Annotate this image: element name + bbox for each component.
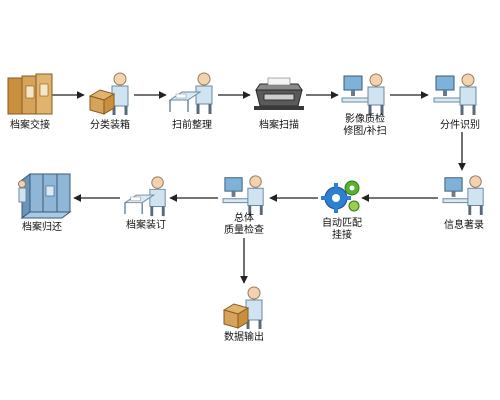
worker-boxing-icon: [222, 286, 263, 329]
label-archive-return: 档案归还: [22, 222, 62, 233]
label-image-qc: 影像质检: [345, 114, 385, 125]
scanner-icon: [254, 77, 304, 110]
label-image-qc-2: 修图/补扫: [343, 126, 387, 137]
label-sort-box: 分类装箱: [90, 120, 130, 131]
node-scan: [252, 76, 306, 116]
node-info-record: [440, 172, 490, 220]
worker-computer-icon: [341, 73, 385, 115]
worker-desk-icon: [168, 72, 213, 114]
archive-boxes-icon: [7, 73, 53, 115]
node-image-qc: [340, 70, 390, 120]
gears-icon: [321, 180, 360, 213]
worker-boxing-icon: [88, 72, 129, 115]
node-split-identify: [432, 70, 482, 120]
node-data-output: [220, 284, 270, 334]
node-archive-handover: [6, 70, 54, 120]
worker-computer-icon: [442, 175, 484, 216]
label-pre-scan: 扫前整理: [172, 120, 212, 131]
worker-computer-icon: [433, 73, 477, 115]
label-auto-match-2: 挂接: [332, 230, 352, 241]
label-archive-handover: 档案交接: [10, 120, 50, 131]
label-split-identify: 分件识别: [440, 120, 480, 131]
node-auto-match: [320, 176, 364, 220]
node-binding: [122, 174, 172, 222]
label-scan: 档案扫描: [259, 120, 299, 131]
node-sort-box: [86, 70, 136, 120]
label-overall-qc-2: 质量检查: [224, 225, 264, 236]
label-binding: 档案装订: [126, 220, 166, 231]
worker-desk-icon: [123, 176, 166, 217]
node-archive-return: [16, 170, 72, 224]
node-pre-scan: [168, 70, 218, 120]
label-overall-qc: 总体: [234, 213, 254, 224]
label-auto-match: 自动匹配: [322, 218, 362, 229]
archive-cabinet-icon: [18, 173, 72, 219]
label-data-output: 数据输出: [224, 332, 264, 343]
node-overall-qc: [220, 172, 270, 220]
label-info-record: 信息著录: [444, 220, 484, 231]
worker-computer-icon: [222, 175, 264, 216]
